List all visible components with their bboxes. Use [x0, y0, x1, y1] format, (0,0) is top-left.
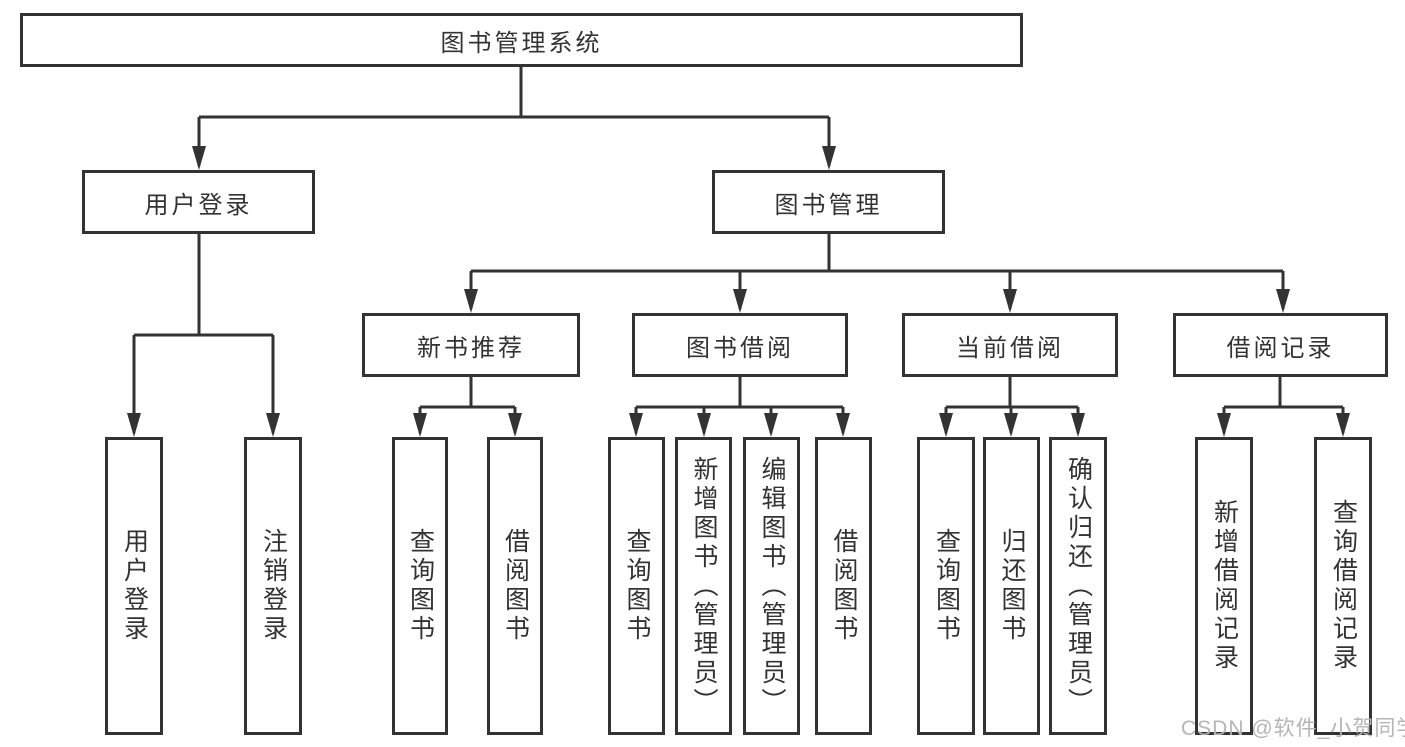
node-new-book-recommend: 新书推荐 — [362, 313, 580, 377]
leaf-nb-borrow-books: 借阅图书 — [487, 437, 543, 735]
leaf-cb-query-books-label: 查询图书 — [932, 528, 961, 644]
node-current-borrow: 当前借阅 — [902, 313, 1118, 377]
leaf-cb-return-books: 归还图书 — [983, 437, 1040, 735]
node-borrow-records: 借阅记录 — [1173, 313, 1388, 377]
leaf-logout: 注销登录 — [244, 437, 302, 735]
node-book-borrow: 图书借阅 — [632, 313, 848, 377]
leaf-nb-query-books: 查询图书 — [392, 437, 448, 735]
node-library-management-system: 图书管理系统 — [20, 13, 1023, 67]
leaf-br-query-record: 查询借阅记录 — [1314, 437, 1372, 735]
leaf-nb-borrow-books-label: 借阅图书 — [501, 528, 530, 644]
node-library-management-system-label: 图书管理系统 — [440, 29, 603, 57]
node-book-management: 图书管理 — [712, 170, 945, 234]
leaf-nb-query-books-label: 查询图书 — [406, 528, 435, 644]
arrowhead-icons — [127, 146, 1350, 437]
leaf-bb-add-books-admin: 新增图书（管理员） — [675, 437, 732, 735]
leaf-bb-add-books-admin-label: 新增图书（管理员） — [690, 455, 718, 717]
node-user-login-label: 用户登录 — [144, 191, 253, 219]
leaf-user-login: 用户登录 — [105, 437, 163, 735]
leaf-bb-borrow-books: 借阅图书 — [815, 437, 872, 735]
watermark: CSDN @软件_小贺同学 — [1181, 717, 1405, 740]
leaf-bb-borrow-books-label: 借阅图书 — [830, 528, 858, 644]
leaf-br-add-record: 新增借阅记录 — [1195, 437, 1253, 735]
leaf-bb-edit-books-admin: 编辑图书（管理员） — [743, 437, 800, 735]
node-book-management-label: 图书管理 — [774, 191, 883, 219]
leaf-logout-label: 注销登录 — [259, 528, 288, 644]
node-book-borrow-label: 图书借阅 — [686, 334, 794, 362]
node-current-borrow-label: 当前借阅 — [956, 334, 1064, 362]
leaf-br-add-record-label: 新增借阅记录 — [1210, 499, 1239, 673]
node-user-login: 用户登录 — [82, 170, 315, 234]
leaf-bb-query-books-label: 查询图书 — [623, 528, 651, 644]
leaf-bb-edit-books-admin-label: 编辑图书（管理员） — [758, 455, 786, 717]
leaf-user-login-label: 用户登录 — [120, 528, 149, 644]
leaf-cb-confirm-return-admin: 确认归还（管理员） — [1049, 437, 1107, 735]
leaf-bb-query-books: 查询图书 — [608, 437, 665, 735]
leaf-br-query-record-label: 查询借阅记录 — [1329, 499, 1358, 673]
node-new-book-recommend-label: 新书推荐 — [417, 334, 525, 362]
node-borrow-records-label: 借阅记录 — [1226, 334, 1335, 362]
leaf-cb-confirm-return-admin-label: 确认归还（管理员） — [1064, 455, 1093, 717]
leaf-cb-query-books: 查询图书 — [917, 437, 975, 735]
leaf-cb-return-books-label: 归还图书 — [998, 528, 1026, 644]
